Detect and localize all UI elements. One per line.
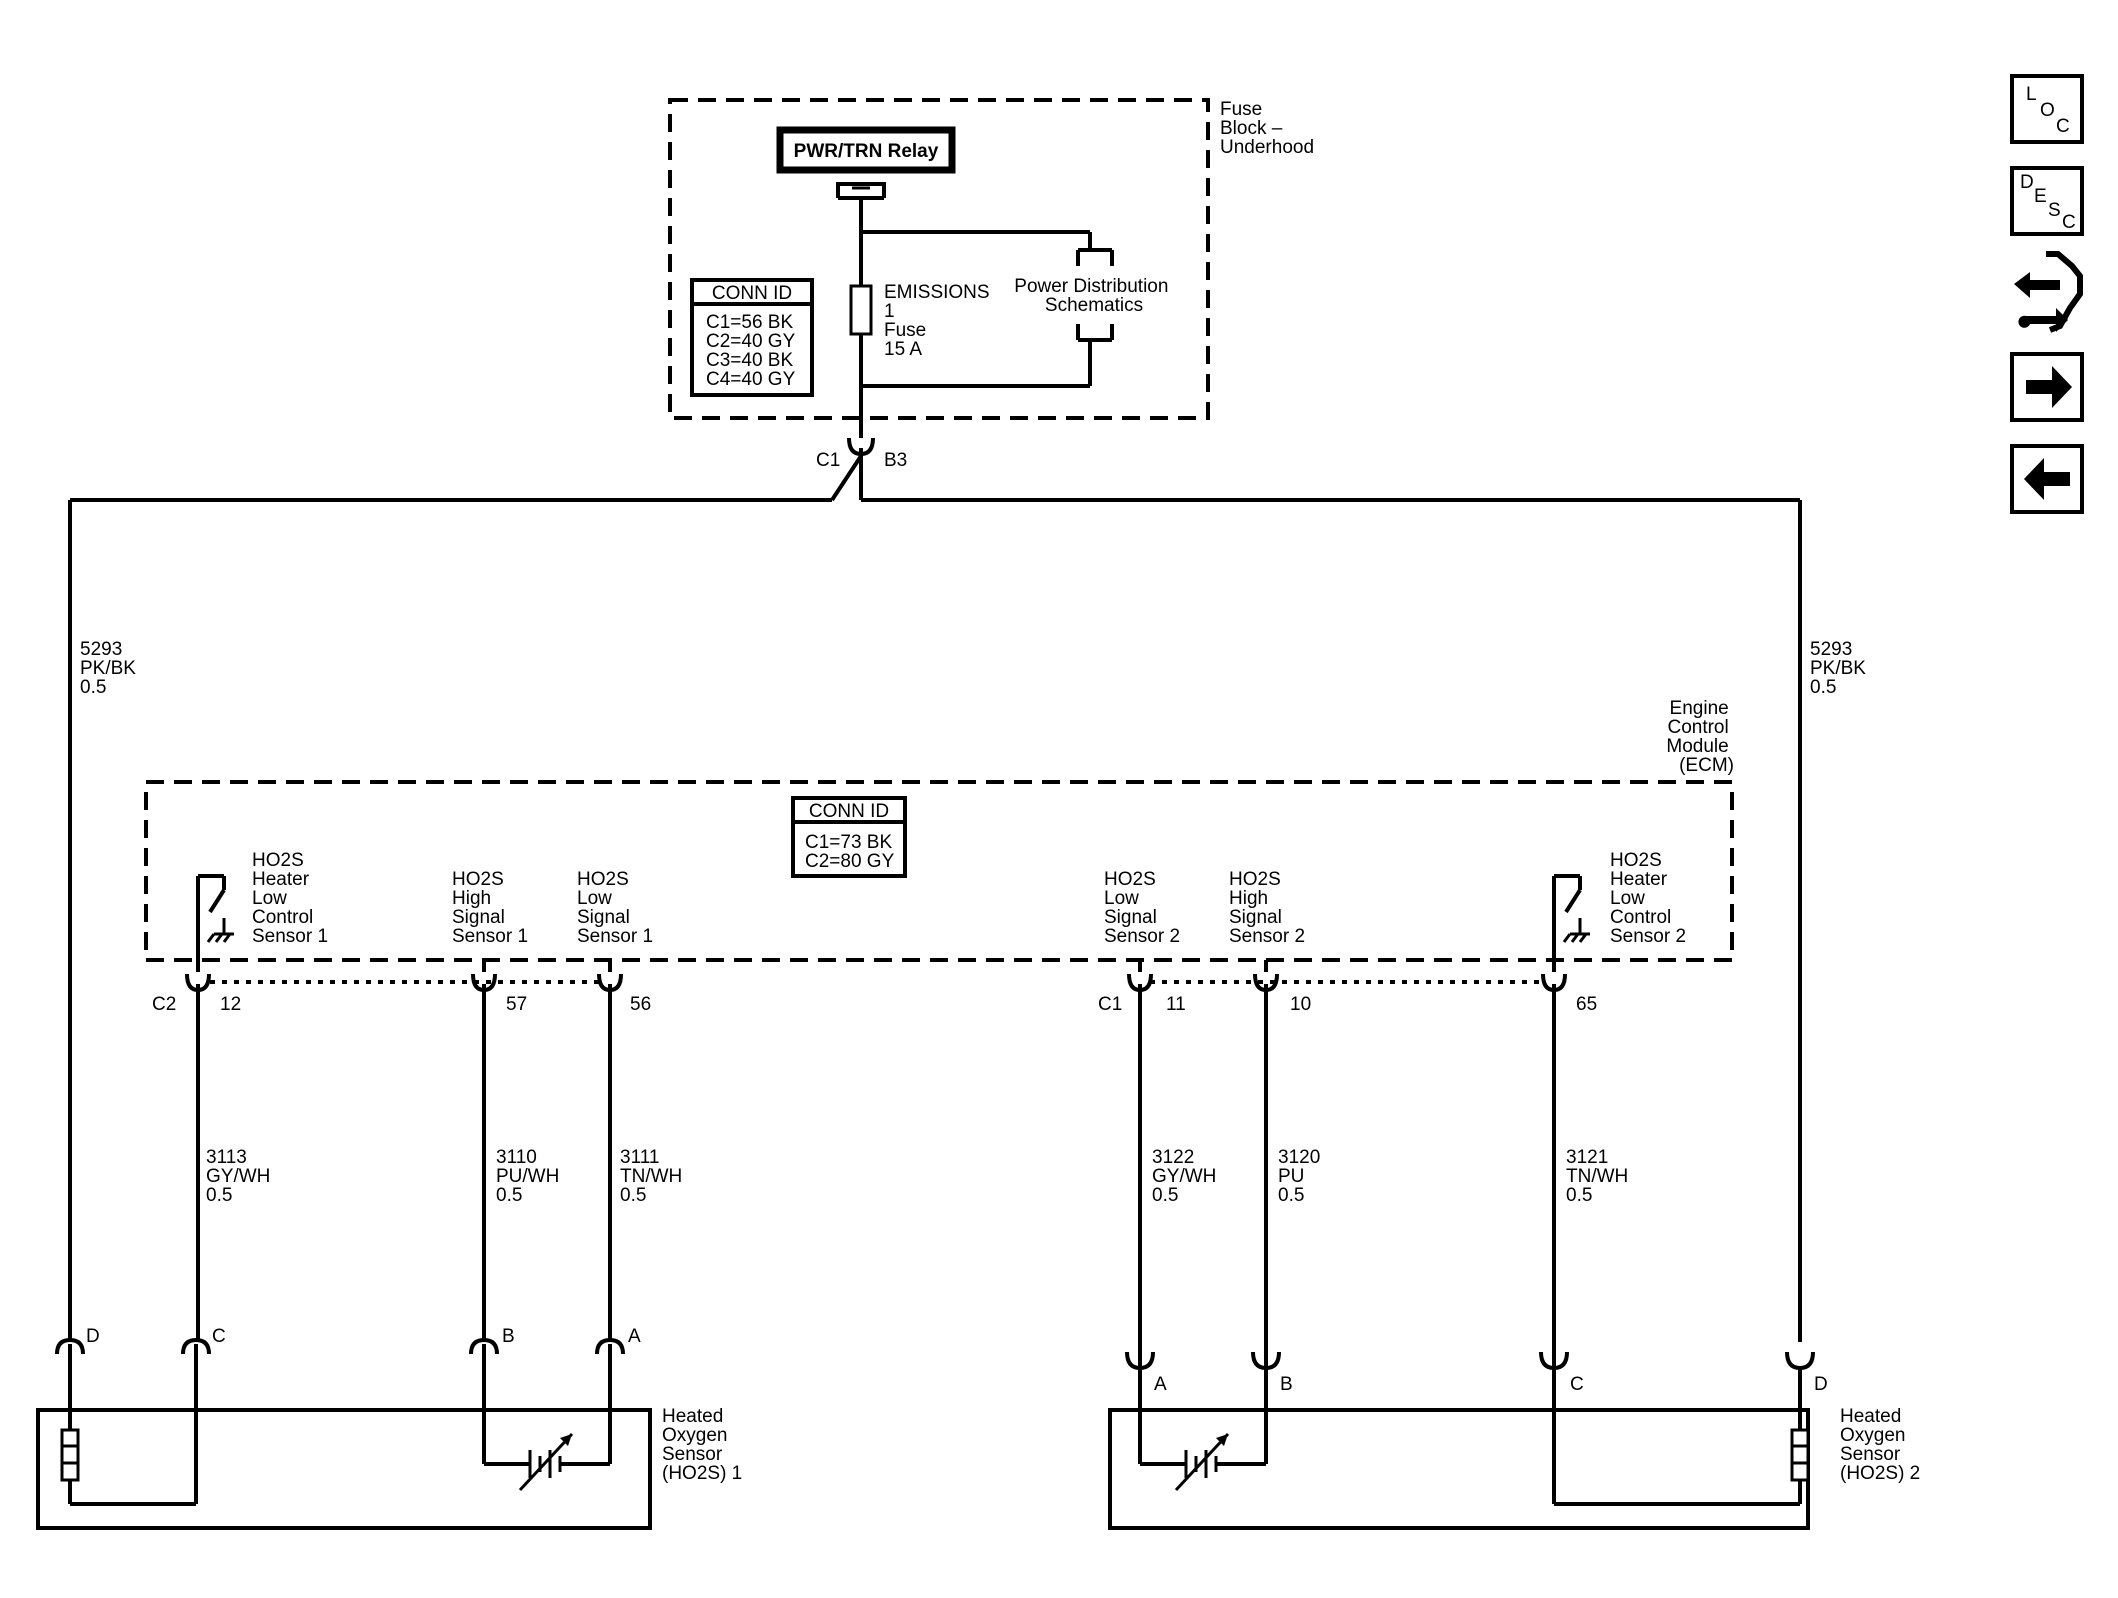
sensor2-low-signal-label: HO2S Low Signal Sensor 2 xyxy=(1104,869,1180,947)
sensor1-pin-c-label: C xyxy=(212,1326,226,1347)
feed-wire-5293: 5293 PK/BK 0.5 5293 PK/BK 0.5 xyxy=(68,454,1871,1342)
desc-letter: D xyxy=(2020,172,2034,193)
next-page-button[interactable] xyxy=(2010,352,2084,422)
feed-wire-right-label: 5293 PK/BK 0.5 xyxy=(1810,639,1871,698)
sensor1-housing xyxy=(36,1408,652,1530)
pin-11-label: 11 xyxy=(1166,994,1186,1015)
fuse-block-title: Fuse Block – Underhood xyxy=(1220,99,1314,158)
pin-b3-label: B3 xyxy=(884,450,907,471)
power-distribution-label: Power Distribution Schematics xyxy=(1014,276,1173,316)
relay-label: PWR/TRN Relay xyxy=(794,141,939,162)
desc-letter: E xyxy=(2034,186,2047,207)
heater-element-icon xyxy=(1790,1428,1810,1482)
pin-65-label: 65 xyxy=(1576,994,1597,1015)
loc-letter: L xyxy=(2026,84,2037,105)
connector-c1-label: C1 xyxy=(1098,994,1122,1015)
conn-id-title: CONN ID xyxy=(712,283,792,304)
sensor1-pin-d-label: D xyxy=(86,1326,100,1347)
previous-page-button[interactable] xyxy=(2010,444,2084,514)
wire-3121-label: 3121 TN/WH 0.5 xyxy=(1566,1147,1634,1206)
sensor-pin-terminal xyxy=(55,1337,85,1410)
desc-button[interactable]: D E S C xyxy=(2010,166,2084,236)
pin-12-label: 12 xyxy=(220,994,241,1015)
loc-letter: C xyxy=(2056,116,2070,137)
sensor2-pin-a-label: A xyxy=(1154,1374,1167,1395)
sensor-terminals xyxy=(55,984,1815,1410)
connector-c1-label: C1 xyxy=(816,450,840,471)
heater-driver-switch-icon xyxy=(196,874,234,960)
sensor2-pin-c-label: C xyxy=(1570,1374,1584,1395)
ecm-conn-id-table: CONN ID C1=73 BK C2=80 GY xyxy=(791,796,907,878)
next-arrow-icon xyxy=(2026,366,2072,408)
emissions-fuse-icon xyxy=(849,284,873,336)
fuse-block-connector-c1-b3: C1 B3 xyxy=(816,437,907,471)
previous-arrow-icon xyxy=(2024,458,2070,500)
pin-57-label: 57 xyxy=(506,994,527,1015)
fuse-label: EMISSIONS 1 Fuse 15 A xyxy=(884,282,995,360)
conn-id-title: CONN ID xyxy=(809,801,889,822)
ecm-outline xyxy=(144,780,1734,962)
relay: PWR/TRN Relay xyxy=(776,126,956,200)
ecm: Engine Control Module (ECM) CONN ID C1=7… xyxy=(144,698,1734,1015)
sensor1-heater-label: HO2S Heater Low Control Sensor 1 xyxy=(252,850,328,947)
wire-3110-label: 3110 PU/WH 0.5 xyxy=(496,1147,565,1206)
wire-3111-label: 3111 TN/WH 0.5 xyxy=(620,1147,688,1206)
connector-c2-label: C2 xyxy=(152,994,176,1015)
sensor2-title: Heated Oxygen Sensor (HO2S) 2 xyxy=(1840,1406,1920,1484)
heater-element-icon xyxy=(60,1428,80,1482)
heater-driver-switch-icon xyxy=(1552,874,1590,960)
heated-oxygen-sensor-2: Heated Oxygen Sensor (HO2S) 2 xyxy=(1108,1370,1920,1530)
fuse-block: Fuse Block – Underhood PWR/TRN Relay EMI… xyxy=(668,98,1314,471)
sensor1-pin-b-label: B xyxy=(502,1326,515,1347)
desc-letter: C xyxy=(2062,212,2076,233)
sensor2-high-signal-label: HO2S High Signal Sensor 2 xyxy=(1229,869,1305,947)
ecm-terminals xyxy=(185,960,1567,993)
pin-10-label: 10 xyxy=(1290,994,1311,1015)
connector-tool-icon[interactable] xyxy=(2014,251,2083,333)
sensor2-pin-d-label: D xyxy=(1814,1374,1828,1395)
sensor1-high-signal-label: HO2S High Signal Sensor 1 xyxy=(452,869,528,947)
sensor1-pin-a-label: A xyxy=(628,1326,641,1347)
pin-56-label: 56 xyxy=(630,994,651,1015)
wire-3120-label: 3120 PU 0.5 xyxy=(1278,1147,1326,1206)
sensor2-pin-b-label: B xyxy=(1280,1374,1293,1395)
feed-wire-left-label: 5293 PK/BK 0.5 xyxy=(80,639,141,698)
wire-3113-label: 3113 GY/WH 0.5 xyxy=(206,1147,276,1206)
power-distribution-reference: Power Distribution Schematics xyxy=(1014,232,1173,386)
sensor2-heater-label: HO2S Heater Low Control Sensor 2 xyxy=(1610,850,1686,947)
desc-letter: S xyxy=(2048,200,2061,221)
ecm-title: Engine Control Module (ECM) xyxy=(1666,698,1734,776)
sensor1-low-signal-label: HO2S Low Signal Sensor 1 xyxy=(577,869,653,947)
wire-3122-label: 3122 GY/WH 0.5 xyxy=(1152,1147,1222,1206)
fuse-block-conn-id-table: CONN ID C1=56 BK C2=40 GY C3=40 BK C4=40… xyxy=(690,278,814,397)
sensor1-title: Heated Oxygen Sensor (HO2S) 1 xyxy=(662,1406,742,1484)
conn-id-list: C1=56 BK C2=40 GY C3=40 BK C4=40 GY xyxy=(706,312,800,390)
fuse-block-outline xyxy=(668,98,1210,420)
heated-oxygen-sensor-1: Heated Oxygen Sensor (HO2S) 1 xyxy=(36,1360,742,1530)
conn-id-list: C1=73 BK C2=80 GY xyxy=(805,832,897,872)
loc-button[interactable]: L O C xyxy=(2010,74,2084,144)
loc-letter: O xyxy=(2040,100,2055,121)
